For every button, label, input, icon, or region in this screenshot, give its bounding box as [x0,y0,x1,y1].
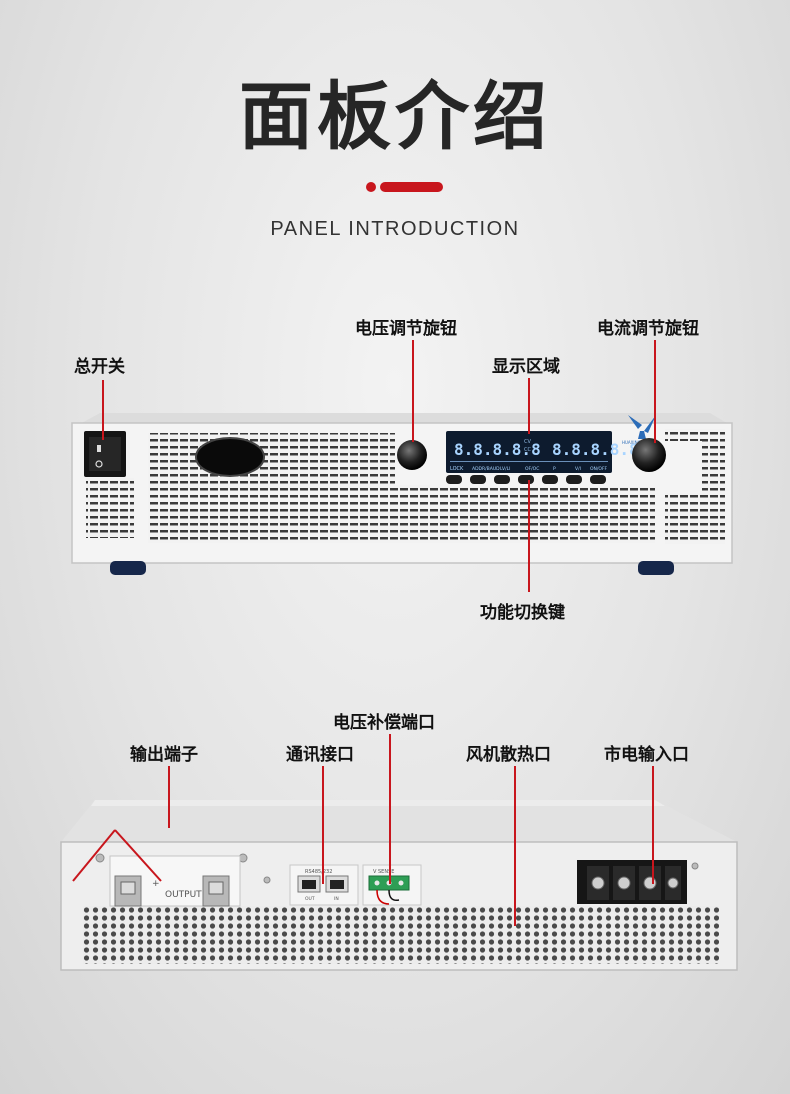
vsense-label: V SENSE [373,869,394,875]
output-plate-text: OUTPUT [165,890,202,900]
page-title: 面板介绍 [239,74,551,160]
pointer-output-terminal-right [114,829,162,882]
port-label-in: IN [334,896,339,902]
key-label-of: OF/OC [525,466,539,472]
title-decoration-bar [380,182,443,192]
rear-fan-vent [83,906,719,964]
function-key-3[interactable] [494,475,510,484]
key-label-p: P [553,466,556,472]
display-screen [446,431,612,473]
pointer-display-area [528,378,530,434]
output-terminal-negative[interactable] [202,875,230,907]
label-comm-port: 通讯接口 [286,745,354,765]
pointer-voltage-knob [412,340,414,442]
svg-text:CC: CC [524,447,531,453]
pointer-output-terminal-left [72,829,116,882]
left-foot [110,561,146,575]
brand-logo-icon [628,415,656,439]
pointer-main-switch [102,380,104,440]
label-current-knob: 电流调节旋钮 [597,319,699,339]
pointer-voltage-comp-port [389,734,391,884]
page-subtitle: PANEL INTRODUCTION [270,218,520,240]
pointer-output-terminal [168,766,170,828]
pointer-comm-port [322,766,324,884]
label-function-keys: 功能切换键 [480,603,565,623]
pointer-mains-input [652,766,654,884]
label-voltage-knob: 电压调节旋钮 [355,319,457,339]
label-voltage-comp-port: 电压补偿端口 [333,713,435,733]
function-key-1[interactable] [446,475,462,484]
port-label-out: OUT [305,896,315,902]
function-key-7[interactable] [590,475,606,484]
fan-window [195,437,265,477]
brand-logo-text: HUAXINGTIAN [622,440,650,445]
pointer-function-keys [528,480,530,592]
function-key-4[interactable] [518,475,534,484]
title-decoration-dot [366,182,376,192]
front-panel-unit: 8.8.8.8.8 8.8.8.8.8 CV CC LOCK ADDR/BAUD… [71,413,733,575]
rear-panel-unit: + OUTPUT RS485/232 OUT IN V SENSE [60,800,738,971]
function-key-5[interactable] [542,475,558,484]
current-knob[interactable] [632,438,666,472]
key-label-lv: LV/LI [500,466,510,472]
display-current: 8.8.8.8.8 [552,440,639,459]
comm-port-label: RS485/232 [305,869,332,875]
key-label-onoff: ON/OFF [590,466,608,472]
svg-text:CV: CV [524,439,531,445]
label-display-area: 显示区域 [492,357,560,377]
function-key-6[interactable] [566,475,582,484]
display-lock-indicator: LOCK [450,466,464,472]
key-label-addr: ADDR/BAUD [472,466,500,472]
pointer-fan-vent [514,766,516,926]
display-voltage: 8.8.8.8.8 [454,440,541,459]
pointer-current-knob [654,340,656,443]
voltage-knob[interactable] [397,440,427,470]
label-output-terminal: 输出端子 [130,745,198,765]
right-foot [638,561,674,575]
output-plus-mark: + [152,879,160,889]
label-main-switch: 总开关 [74,357,125,377]
vent-main [148,433,430,543]
label-fan-vent: 风机散热口 [466,745,551,765]
key-label-vi: V/I [575,466,581,472]
function-key-2[interactable] [470,475,486,484]
vent-lower-right [430,487,655,543]
label-mains-input: 市电输入口 [604,745,689,765]
vent-left [86,478,134,538]
